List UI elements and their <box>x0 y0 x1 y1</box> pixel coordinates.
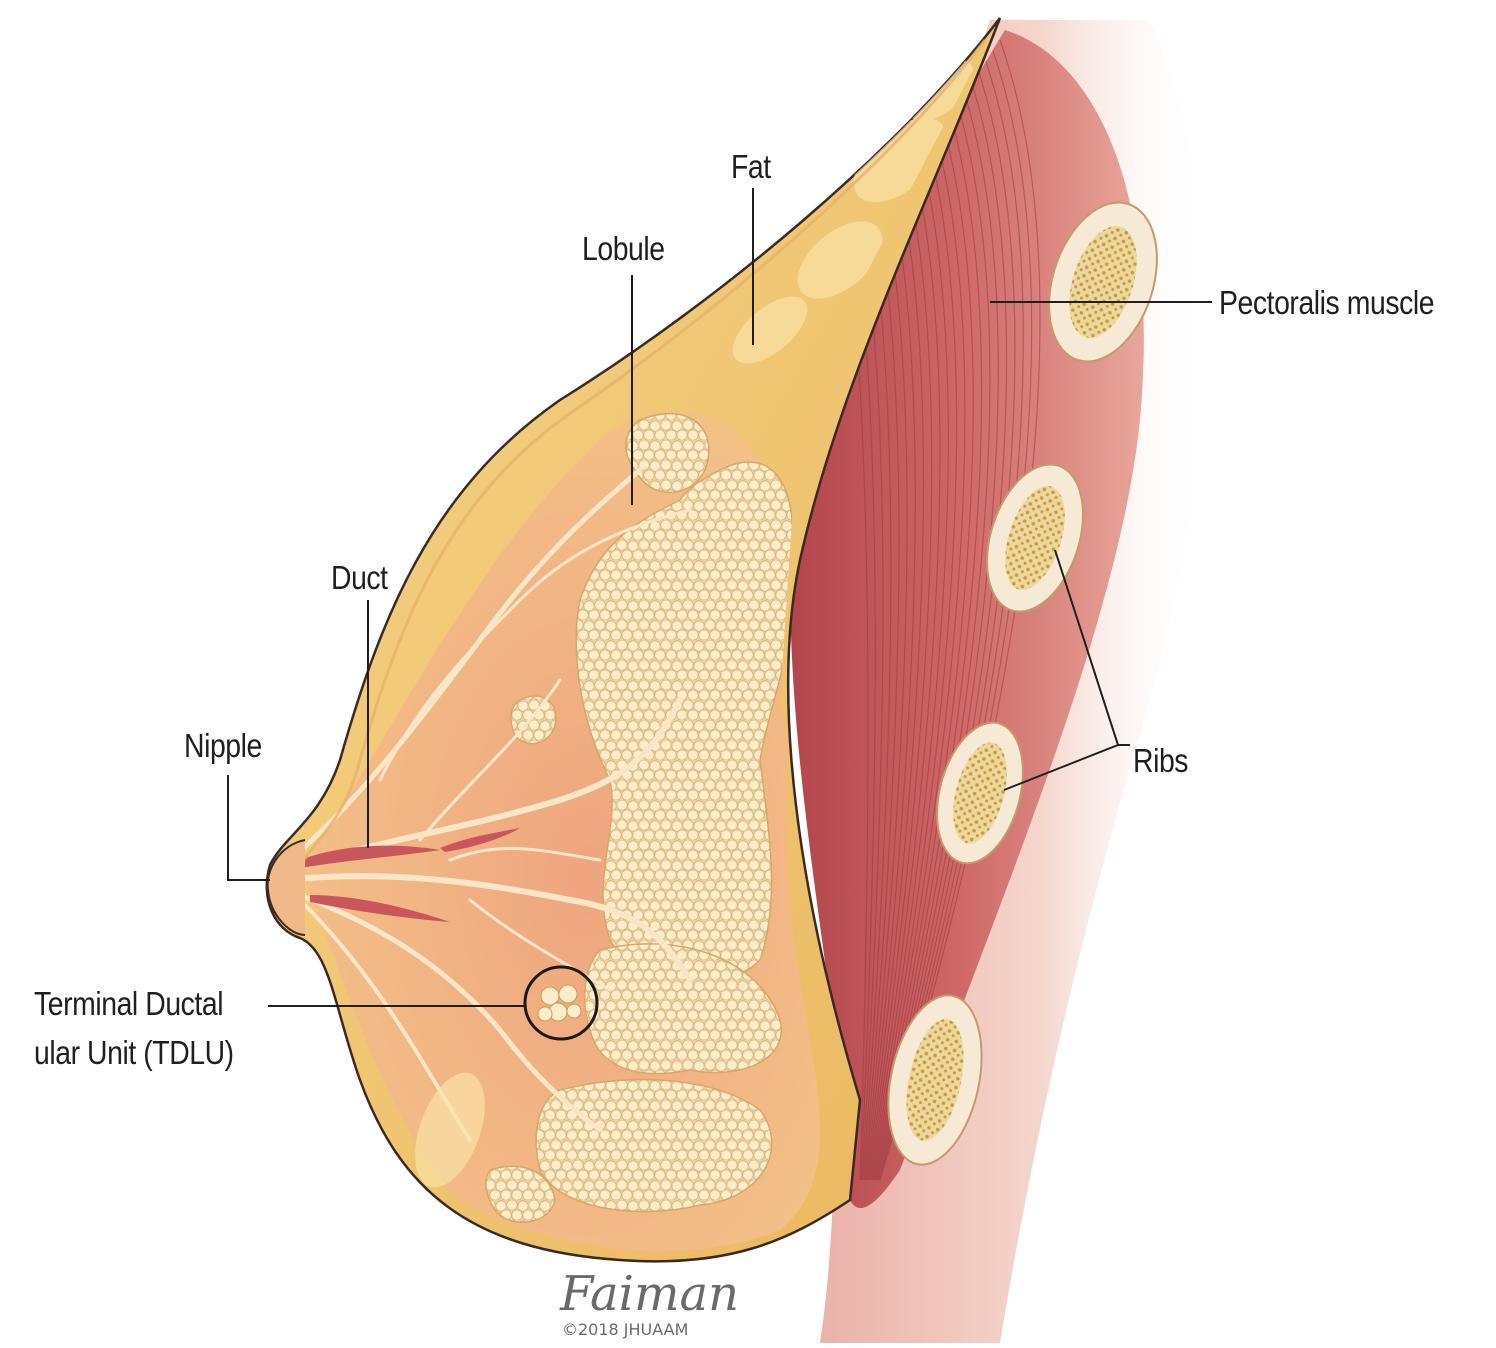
label-tdlu-line2: ular Unit (TDLU) <box>34 1036 234 1069</box>
label-ribs: Ribs <box>1133 744 1188 777</box>
artist-signature: Faiman ©2018 JHUAAM <box>559 1266 739 1339</box>
label-duct: Duct <box>331 561 388 594</box>
label-tdlu-line1: Terminal Ductal <box>34 987 223 1020</box>
signature-name: Faiman <box>559 1266 739 1322</box>
signature-copyright: ©2018 JHUAAM <box>562 1320 688 1339</box>
label-pectoralis-muscle: Pectoralis muscle <box>1219 286 1434 319</box>
label-fat: Fat <box>731 150 771 183</box>
leader-nipple <box>228 775 270 880</box>
nipple-shape <box>268 840 305 935</box>
label-lobule: Lobule <box>582 232 665 265</box>
label-nipple: Nipple <box>184 729 262 762</box>
